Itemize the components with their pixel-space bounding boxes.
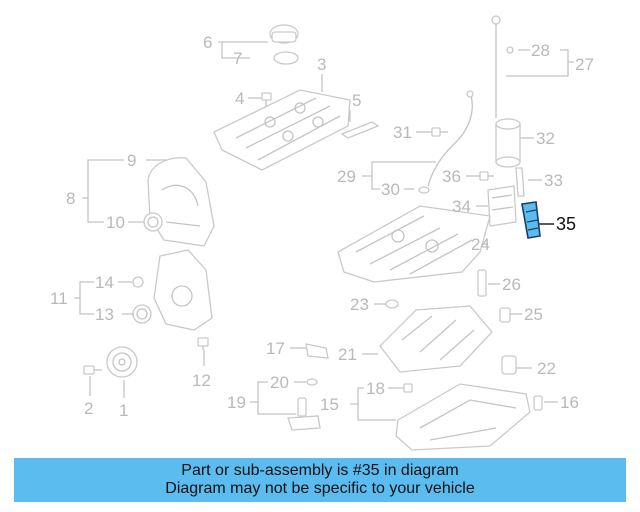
callout-24: 24 [471, 235, 490, 254]
callout-10: 10 [106, 213, 125, 232]
callout-9: 9 [127, 151, 136, 170]
callout-20: 20 [270, 373, 289, 392]
callout-29: 29 [337, 167, 356, 186]
callout-12: 12 [192, 371, 211, 390]
banner-line-part: Part or sub-assembly is #35 in diagram [181, 462, 459, 479]
timing-bolt [197, 337, 209, 350]
callout-31: 31 [393, 123, 412, 142]
callout-16: 16 [560, 393, 579, 412]
stud [515, 167, 525, 197]
plug [132, 276, 144, 288]
callout-2: 2 [84, 399, 93, 418]
callout-36: 36 [442, 167, 461, 186]
cover-gasket [340, 121, 380, 139]
callout-labels: 6 7 3 4 5 28 27 31 32 9 29 30 36 33 8 34… [50, 33, 594, 420]
o-ring [385, 299, 399, 309]
drain-plug [533, 395, 543, 411]
callout-18: 18 [366, 379, 385, 398]
upper-oil-pan [337, 205, 491, 283]
banner-line-disclaimer: Diagram may not be specific to your vehi… [165, 480, 475, 497]
callout-33: 33 [544, 171, 563, 190]
leader-lines [74, 41, 574, 421]
callout-35-highlighted: 35 [556, 214, 576, 234]
lower-timing-cover [153, 249, 213, 331]
callout-7: 7 [233, 49, 242, 68]
pan-bolt [477, 269, 487, 297]
lower-oil-pan [395, 383, 531, 451]
callout-23: 23 [350, 295, 369, 314]
callout-27: 27 [575, 55, 594, 74]
callout-28: 28 [531, 41, 550, 60]
callout-8: 8 [66, 189, 75, 208]
callout-4: 4 [235, 89, 244, 108]
callout-14: 14 [95, 273, 114, 292]
sensor-bolt [479, 171, 494, 181]
callout-22: 22 [537, 359, 556, 378]
info-banner: Part or sub-assembly is #35 in diagram D… [14, 458, 626, 502]
callout-34: 34 [452, 197, 471, 216]
oil-filter [495, 118, 521, 168]
cap-gasket [273, 51, 299, 65]
sender-unit [501, 355, 517, 375]
oil-level-sensor [287, 397, 321, 431]
callout-32: 32 [536, 129, 555, 148]
crank-pulley [106, 346, 138, 378]
oil-pump [487, 185, 517, 227]
oil-baffle [379, 305, 493, 373]
callout-3: 3 [317, 55, 326, 74]
callout-25: 25 [524, 305, 543, 324]
callout-21: 21 [338, 345, 357, 364]
cover-bolt [261, 92, 272, 106]
tube-seal [418, 186, 430, 194]
crank-seal [132, 304, 152, 324]
callout-19: 19 [227, 393, 246, 412]
callout-5: 5 [352, 91, 361, 110]
dipstick-tube [427, 91, 473, 187]
oil-filler-cap [269, 24, 299, 44]
callout-15: 15 [320, 395, 339, 414]
callout-1: 1 [119, 401, 128, 420]
callout-30: 30 [381, 180, 400, 199]
level-sensor [305, 343, 329, 359]
pulley-bolt [83, 365, 102, 375]
front-seal [143, 212, 163, 232]
tube-bolt [431, 127, 448, 137]
callout-17: 17 [266, 339, 285, 358]
sensor-bolt-18 [403, 383, 413, 393]
callout-13: 13 [95, 305, 114, 324]
valve-cover [213, 89, 351, 171]
parts [83, 15, 543, 451]
dipstick [491, 15, 514, 118]
callout-26: 26 [502, 275, 521, 294]
parts-diagram: 6 7 3 4 5 28 27 31 32 9 29 30 36 33 8 34… [50, 15, 594, 451]
drain-bolt [499, 307, 511, 323]
callout-11: 11 [50, 289, 68, 308]
part-35-highlighted [521, 201, 541, 239]
timing-cover [147, 157, 215, 247]
sensor-seal [306, 378, 318, 386]
callout-6: 6 [203, 33, 212, 52]
